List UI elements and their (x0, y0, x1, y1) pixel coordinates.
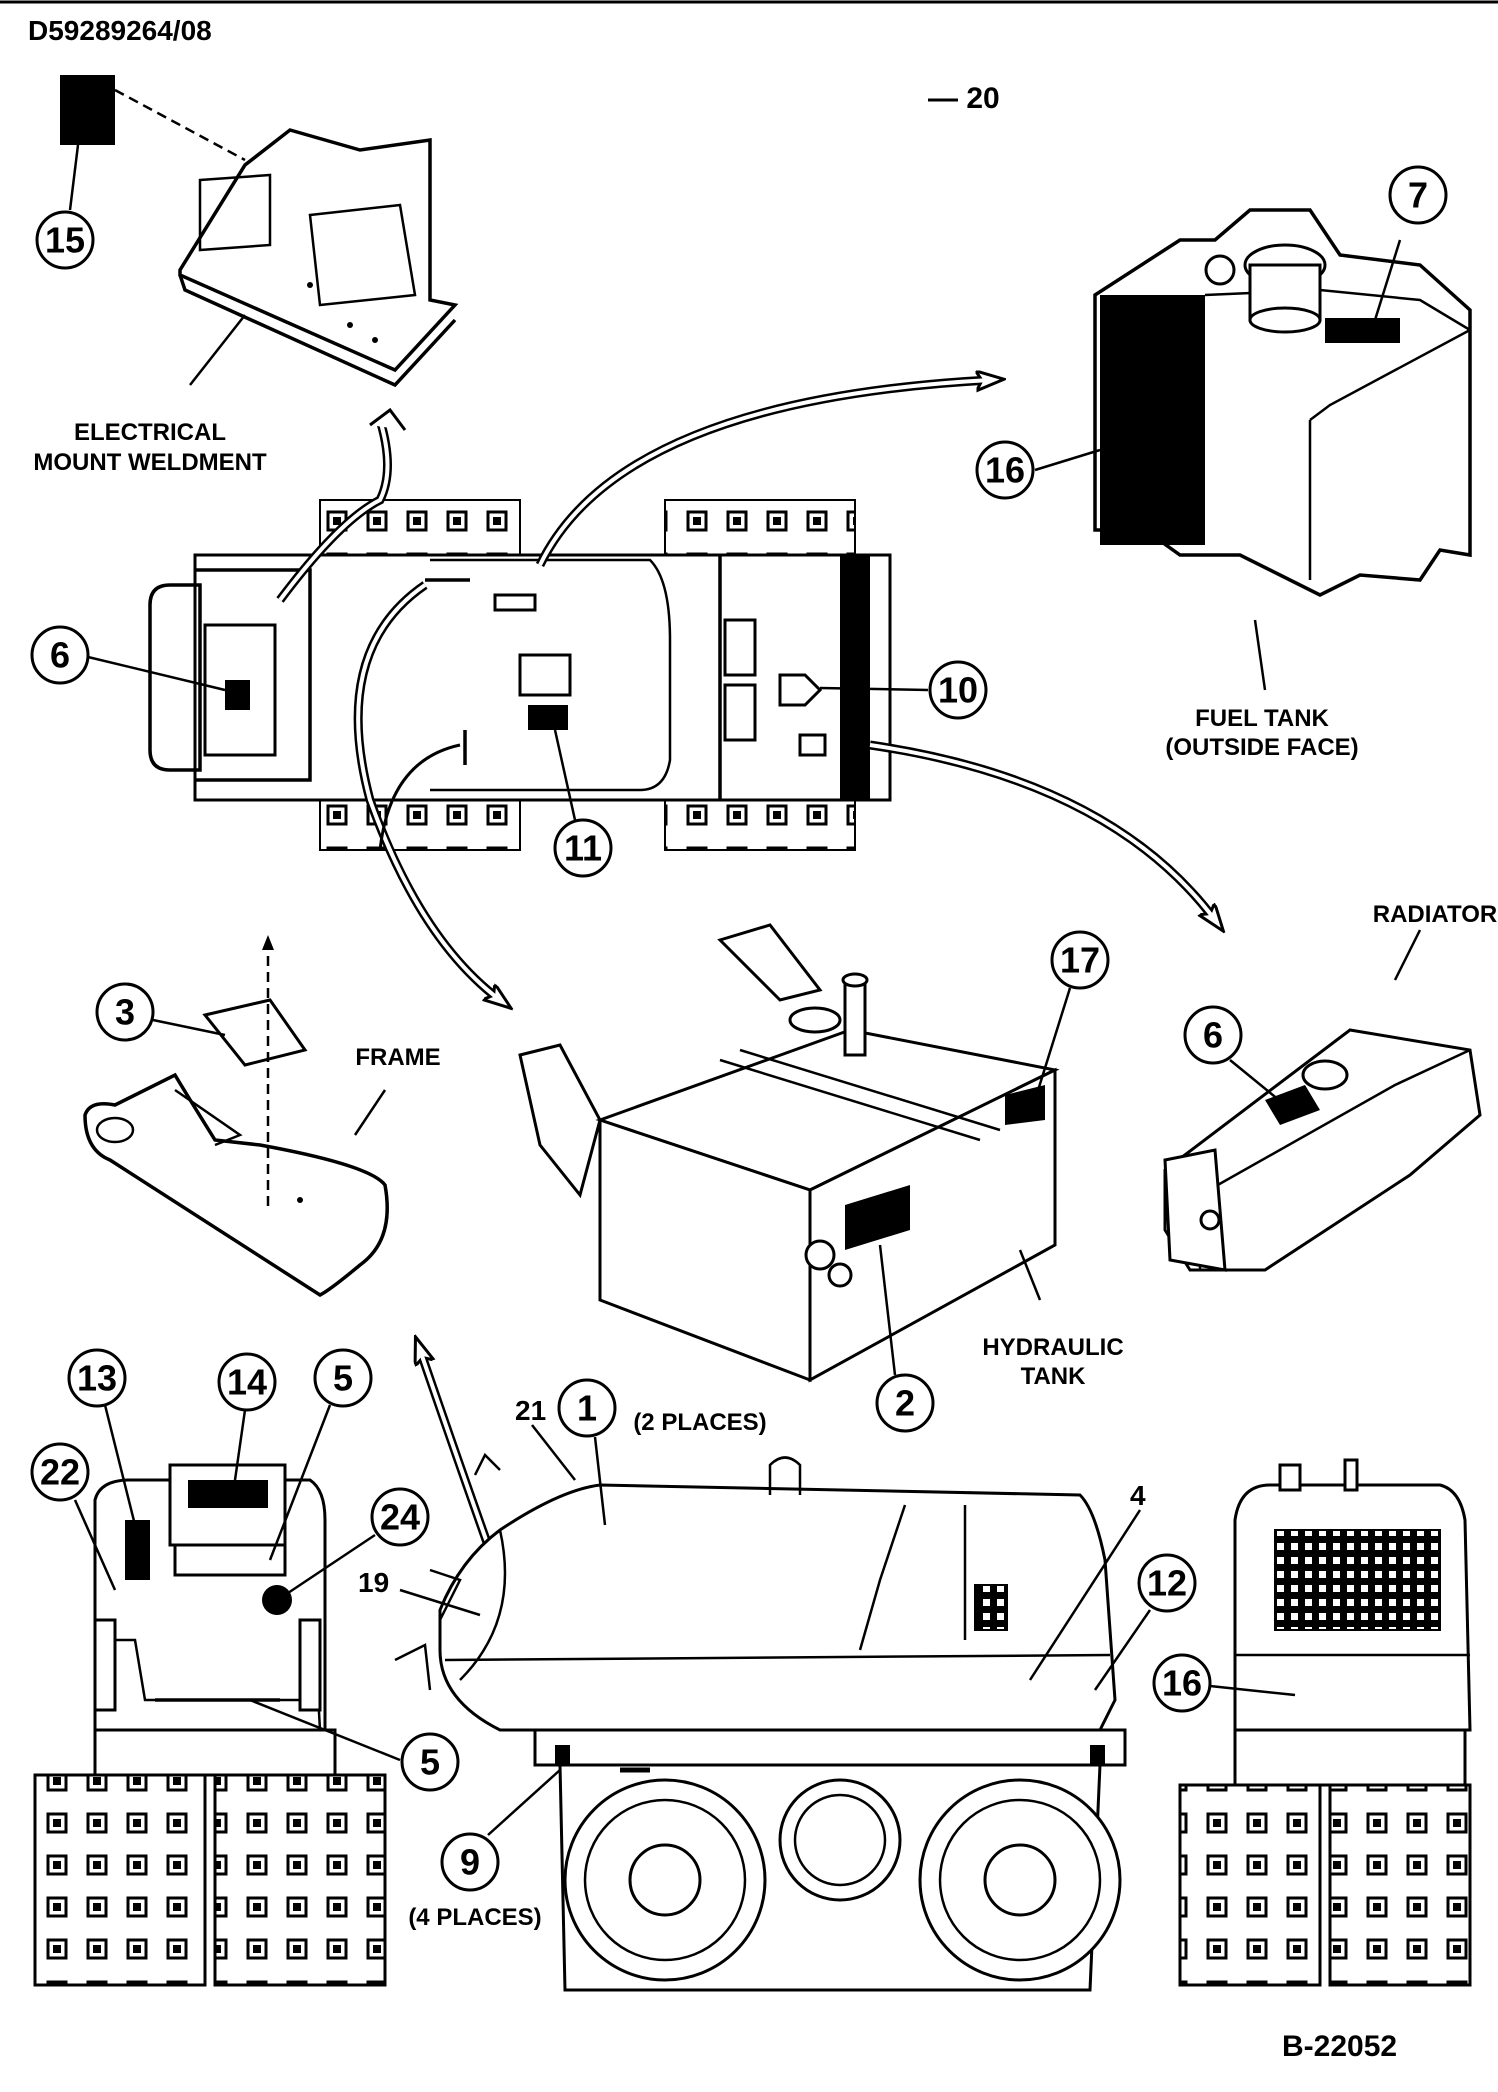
decal-6-radiator (1265, 1085, 1320, 1125)
radiator-grill-top (840, 555, 870, 800)
callout-22: 22 (40, 1452, 80, 1493)
frame-label: FRAME (355, 1044, 440, 1071)
callouts: 15 7 16 6 10 11 17 3 6 13 (30, 144, 1448, 1892)
fuel-tank (1093, 208, 1472, 691)
machine-front-view (33, 1463, 387, 1987)
callout-3: 3 (115, 992, 135, 1033)
callout-7: 7 (1408, 175, 1428, 216)
decal-10-arrow (778, 673, 823, 707)
callout-21: 21 (515, 1395, 546, 1426)
two-places-label: (2 PLACES) (633, 1409, 766, 1436)
hydraulic-tank (518, 923, 1060, 1383)
callout-13: 13 (77, 1358, 117, 1399)
decal-15-swatch (60, 75, 115, 145)
callout-16-fuel-tank: 16 (985, 450, 1025, 491)
radiator-part (1163, 929, 1482, 1272)
callout-6-radiator: 6 (1203, 1015, 1223, 1056)
callout-15: 15 (45, 220, 85, 261)
hydraulic-label-2: TANK (1021, 1363, 1087, 1390)
callout-11: 11 (564, 828, 602, 869)
callout-17: 17 (1060, 940, 1100, 981)
machine-top-view (148, 499, 892, 851)
decal-2 (845, 1185, 910, 1250)
callout-4: 4 (1130, 1480, 1146, 1511)
callout-12: 12 (1147, 1563, 1187, 1604)
radiator-label: RADIATOR (1373, 901, 1497, 928)
decal-13 (125, 1520, 150, 1580)
four-places-label: (4 PLACES) (408, 1904, 541, 1931)
fuel-tank-label-1: FUEL TANK (1195, 705, 1329, 732)
callout-10: 10 (938, 670, 978, 711)
decal-11 (528, 705, 568, 730)
electrical-mount-label-2: MOUNT WELDMENT (33, 449, 267, 476)
decal-14 (188, 1480, 268, 1508)
rear-grill (1274, 1529, 1441, 1631)
callout-2: 2 (895, 1383, 915, 1424)
hydraulic-label-1: HYDRAULIC (982, 1334, 1123, 1361)
callout-24: 24 (380, 1497, 420, 1538)
decal-16-fuel-tank (1100, 295, 1205, 545)
callout-14: 14 (227, 1362, 267, 1403)
decal-7-fuel-tank (1325, 318, 1400, 343)
machine-side-view (394, 1452, 1127, 1992)
electrical-mount-weldment (60, 75, 459, 388)
fuel-tank-label-2: (OUTSIDE FACE) (1165, 734, 1358, 761)
decal-24 (262, 1585, 292, 1615)
machine-rear-view (1178, 1458, 1472, 1987)
callout-1: 1 (577, 1388, 597, 1429)
callout-19: 19 (358, 1567, 389, 1598)
frame-part (83, 935, 389, 1298)
callout-9: 9 (460, 1842, 480, 1883)
callout-5-front-bottom: 5 (420, 1742, 440, 1783)
doc-number: D59289264/08 (28, 15, 212, 46)
callout-6-top: 6 (50, 635, 70, 676)
decal-17 (1005, 1085, 1045, 1125)
electrical-mount-label-1: ELECTRICAL (74, 419, 226, 446)
ref-item-20: — 20 (928, 82, 1000, 115)
callout-5-front-top: 5 (333, 1358, 353, 1399)
figure-id: B-22052 (1282, 2030, 1397, 2063)
callout-16-rear: 16 (1162, 1663, 1202, 1704)
